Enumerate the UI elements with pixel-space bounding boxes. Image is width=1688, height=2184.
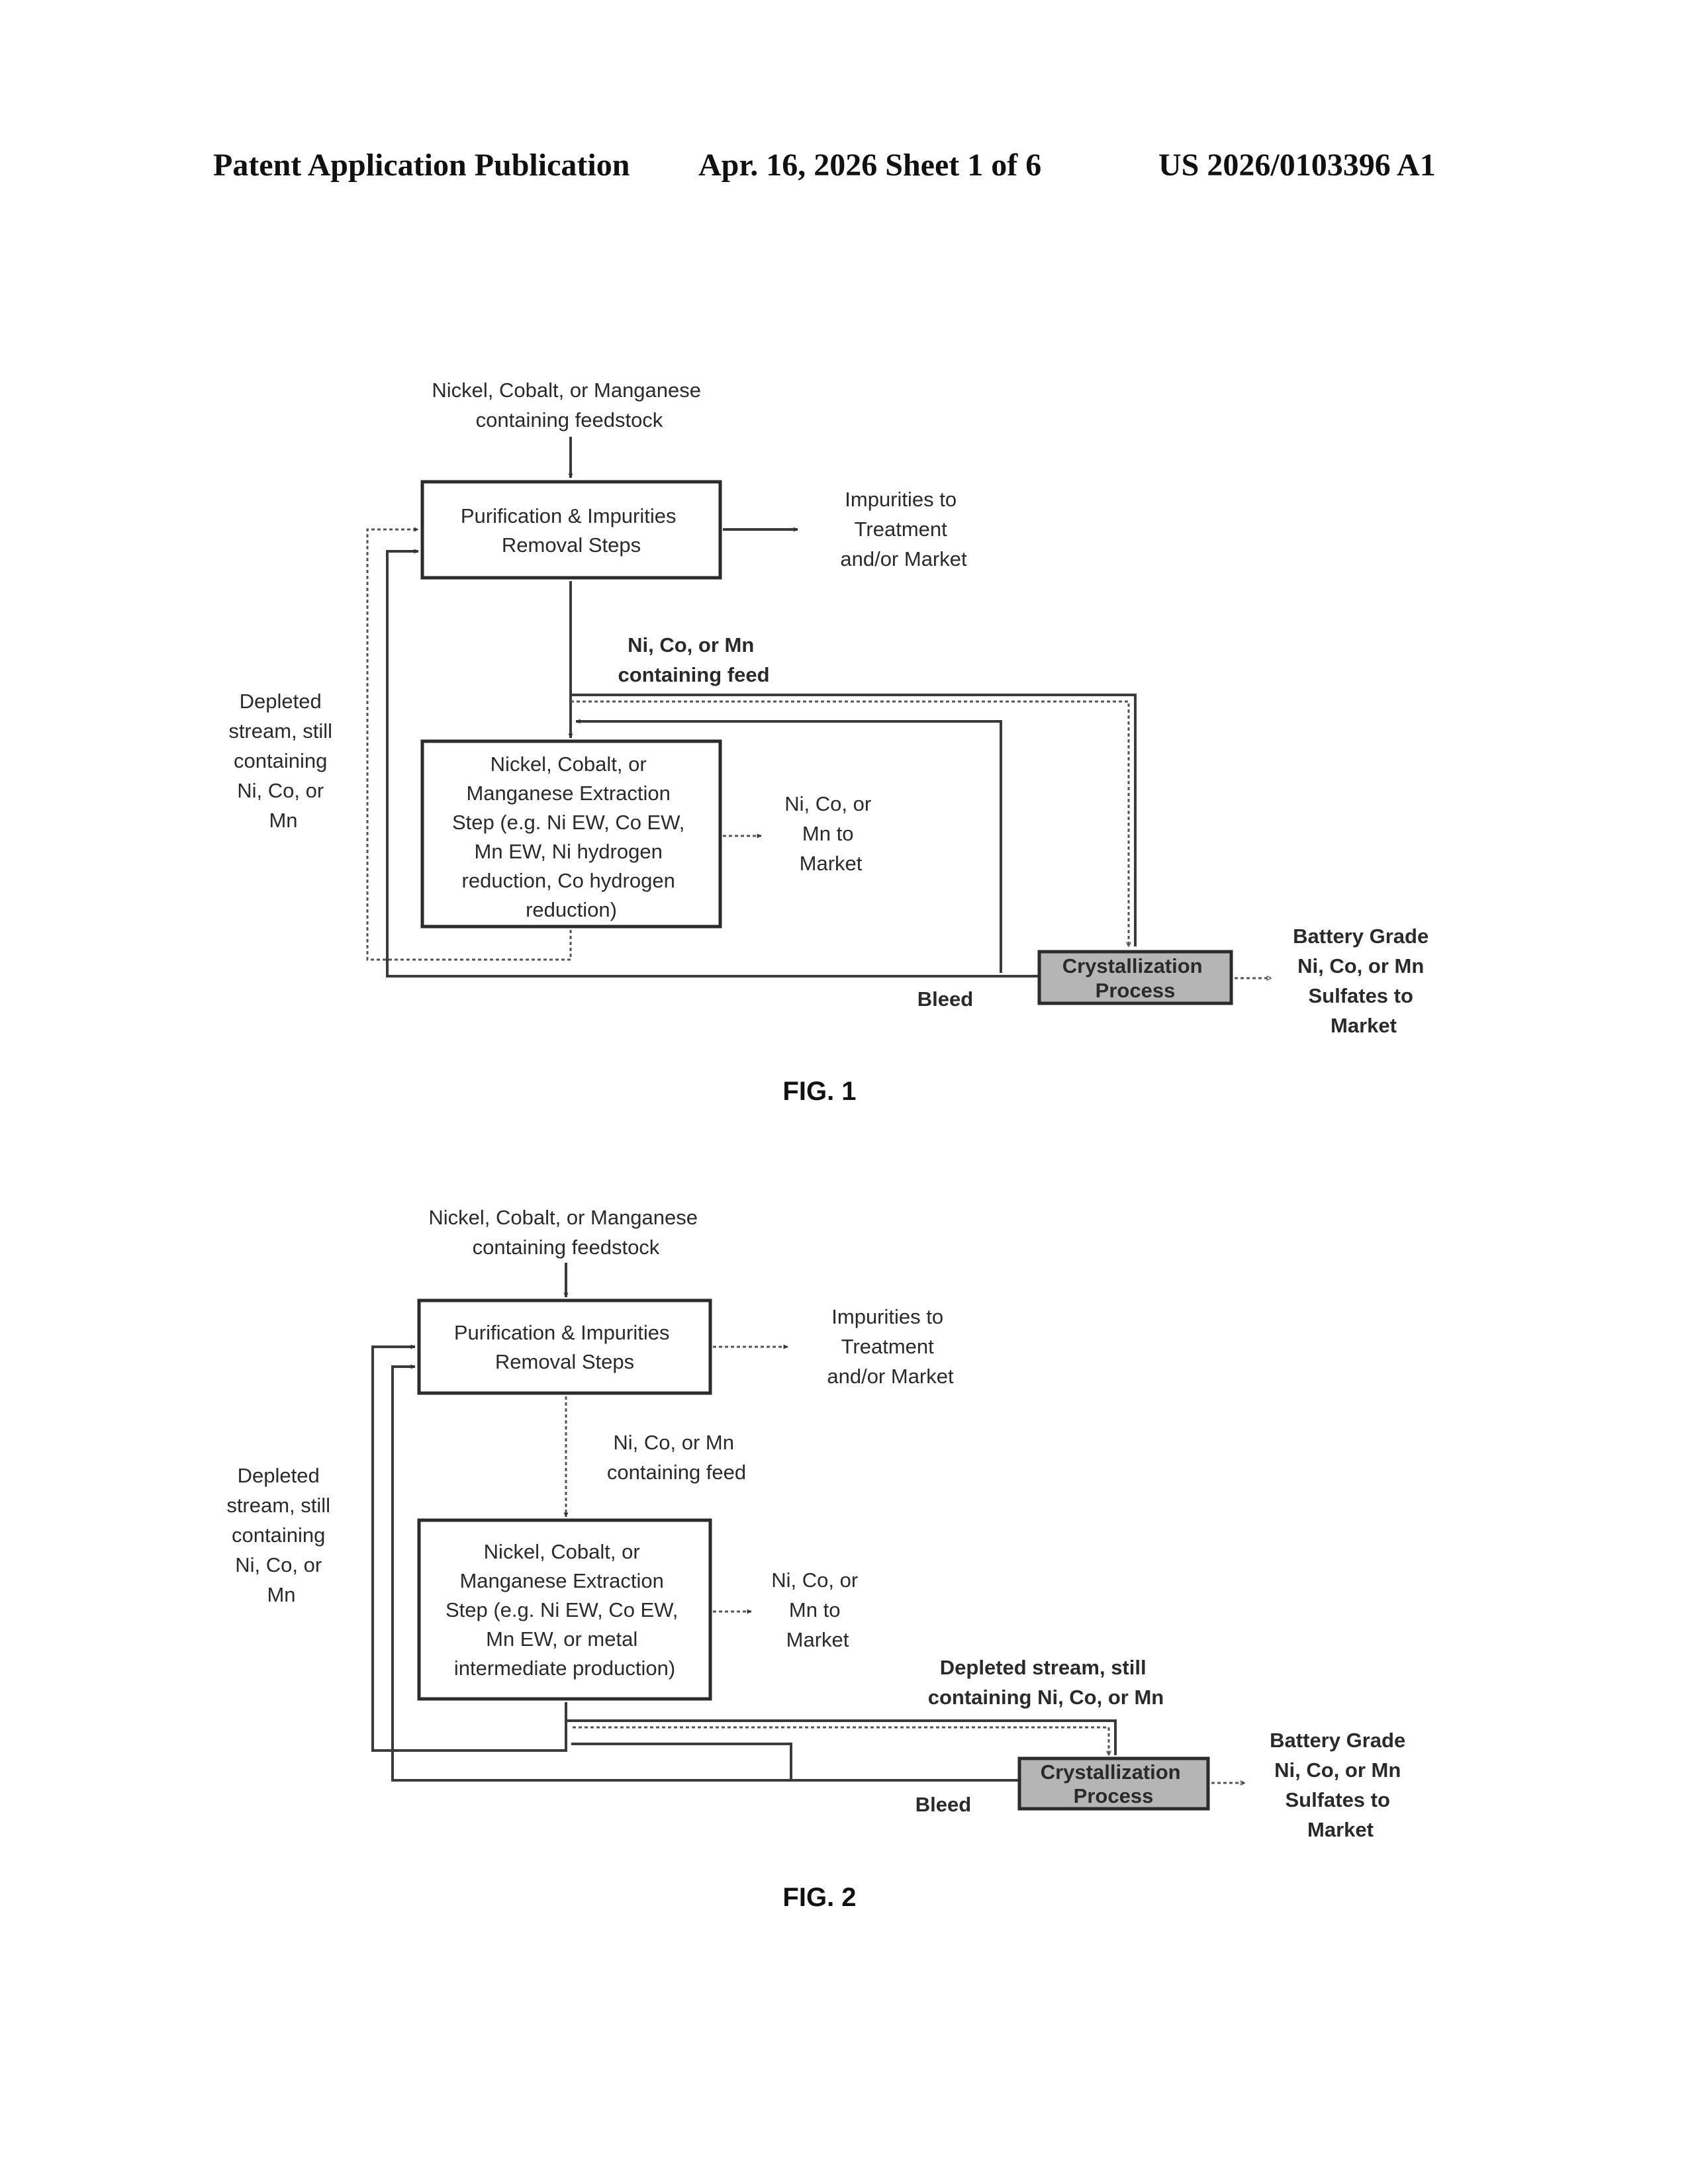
fig2-metal-market-label: Ni, Co, or Mn to Market [771, 1569, 864, 1651]
fig2-caption: FIG. 2 [782, 1883, 856, 1912]
fig1-feedstock-label: Nickel, Cobalt, or Manganese containing … [432, 379, 706, 432]
fig2-impurities-label: Impurities to Treatment and/or Market [827, 1305, 954, 1388]
fig1-metal-market-label: Ni, Co, or Mn to Market [784, 792, 877, 875]
fig2-diagram: Nickel, Cobalt, or Manganese containing … [226, 1206, 1411, 1912]
fig2-depleted-to-crystallization-line [566, 1702, 1115, 1755]
fig2-feedstock-label: Nickel, Cobalt, or Manganese containing … [428, 1206, 703, 1259]
fig1-impurities-label: Impurities to Treatment and/or Market [840, 488, 967, 570]
fig2-feed-label: Ni, Co, or Mn containing feed [607, 1431, 746, 1484]
fig2-purification-box [419, 1300, 710, 1393]
fig1-bleed-label: Bleed [917, 987, 973, 1011]
fig1-purification-box [422, 482, 720, 578]
fig2-depleted-to-crystallization-line-inner [573, 1727, 1109, 1755]
fig2-bleed-label: Bleed [915, 1793, 971, 1816]
fig2-depleted-right-label: Depleted stream, still containing Ni, Co… [928, 1656, 1164, 1709]
fig2-battery-label: Battery Grade Ni, Co, or Mn Sulfates to … [1270, 1729, 1411, 1841]
fig1-depleted-label: Depleted stream, still containing Ni, Co… [228, 690, 338, 832]
fig1-caption: FIG. 1 [782, 1077, 856, 1106]
fig2-recycle-branch-line [571, 1744, 791, 1780]
fig2-depleted-left-label: Depleted stream, still containing Ni, Co… [226, 1464, 336, 1606]
fig1-diagram: Nickel, Cobalt, or Manganese containing … [228, 379, 1434, 1106]
fig1-feed-label: Ni, Co, or Mn containing feed [618, 633, 769, 686]
fig1-battery-label: Battery Grade Ni, Co, or Mn Sulfates to … [1293, 925, 1434, 1037]
